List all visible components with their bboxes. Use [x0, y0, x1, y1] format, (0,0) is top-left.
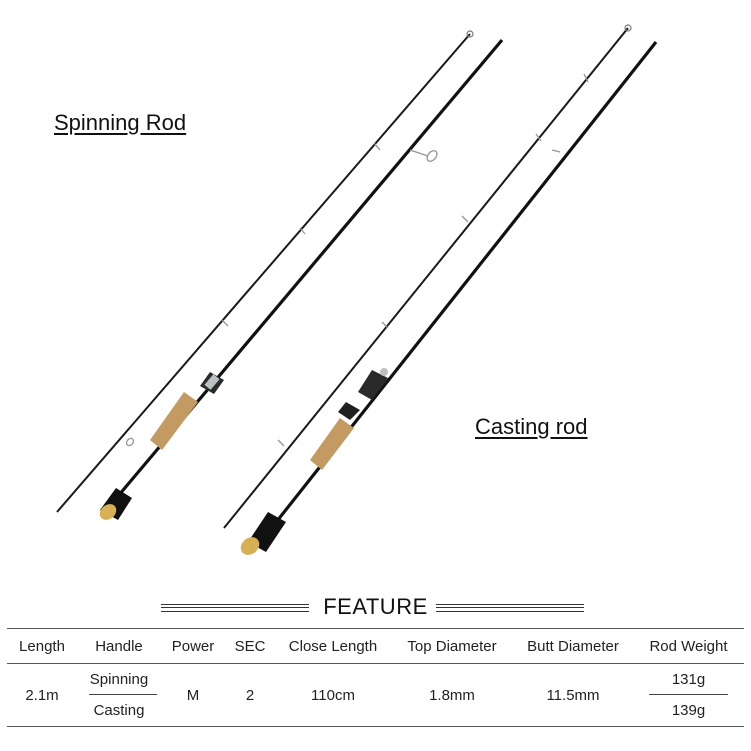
feature-heading: FEATURE	[0, 592, 751, 622]
casting-reel-seat	[338, 368, 388, 420]
spinning-rod-tip-section	[56, 33, 471, 513]
spinning-reel-seat	[200, 372, 224, 394]
cell-sec: 2	[245, 686, 255, 704]
header-length: Length	[19, 637, 65, 655]
spec-header-row: Length Handle Power SEC Close Length Top…	[7, 628, 744, 664]
cell-weight-casting: 139g	[671, 701, 706, 719]
table-row: 2.1m Spinning M 2 110cm 1.8mm 11.5mm 131…	[7, 664, 744, 704]
cell-weight-spinning: 131g	[633, 664, 744, 695]
feature-left-rule	[161, 604, 309, 612]
spinning-rod-guides	[125, 142, 438, 447]
spec-table: Length Handle Power SEC Close Length Top…	[7, 628, 744, 727]
header-sec: SEC	[234, 637, 266, 655]
cell-handle-spinning: Spinning	[77, 664, 161, 695]
cell-butt-diameter: 11.5mm	[546, 686, 600, 704]
casting-rod-label: Casting rod	[475, 414, 588, 439]
cell-power: M	[186, 686, 200, 704]
casting-rod-guides	[277, 73, 589, 447]
handle-divider	[89, 693, 157, 695]
cell-length: 2.1m	[25, 686, 59, 704]
spinning-cork-grip	[150, 392, 198, 450]
cell-close-length: 110cm	[311, 686, 355, 704]
header-rod-weight: Rod Weight	[649, 637, 728, 655]
header-handle: Handle	[95, 637, 143, 655]
spinning-rod-label: Spinning Rod	[54, 110, 187, 135]
weight-spinning-text: 131g	[671, 670, 706, 688]
header-power: Power	[171, 637, 215, 655]
fishing-rods-illustration	[56, 24, 658, 555]
weight-divider	[649, 693, 728, 695]
casting-rod-tip-section	[223, 27, 629, 529]
handle-spinning-text: Spinning	[89, 670, 149, 688]
cell-top-diameter: 1.8mm	[429, 686, 475, 704]
feature-right-rule	[436, 604, 584, 612]
casting-tip-guide	[624, 24, 632, 32]
cell-handle-casting: Casting	[93, 701, 145, 719]
spinning-tip-guide	[466, 30, 474, 38]
casting-cork-grip	[310, 418, 354, 470]
header-close-length: Close Length	[288, 637, 378, 655]
feature-title: FEATURE	[323, 594, 428, 619]
header-butt-diameter: Butt Diameter	[527, 637, 619, 655]
product-image: Spinning Rod Casting rod	[54, 24, 658, 555]
header-top-diameter: Top Diameter	[407, 637, 497, 655]
